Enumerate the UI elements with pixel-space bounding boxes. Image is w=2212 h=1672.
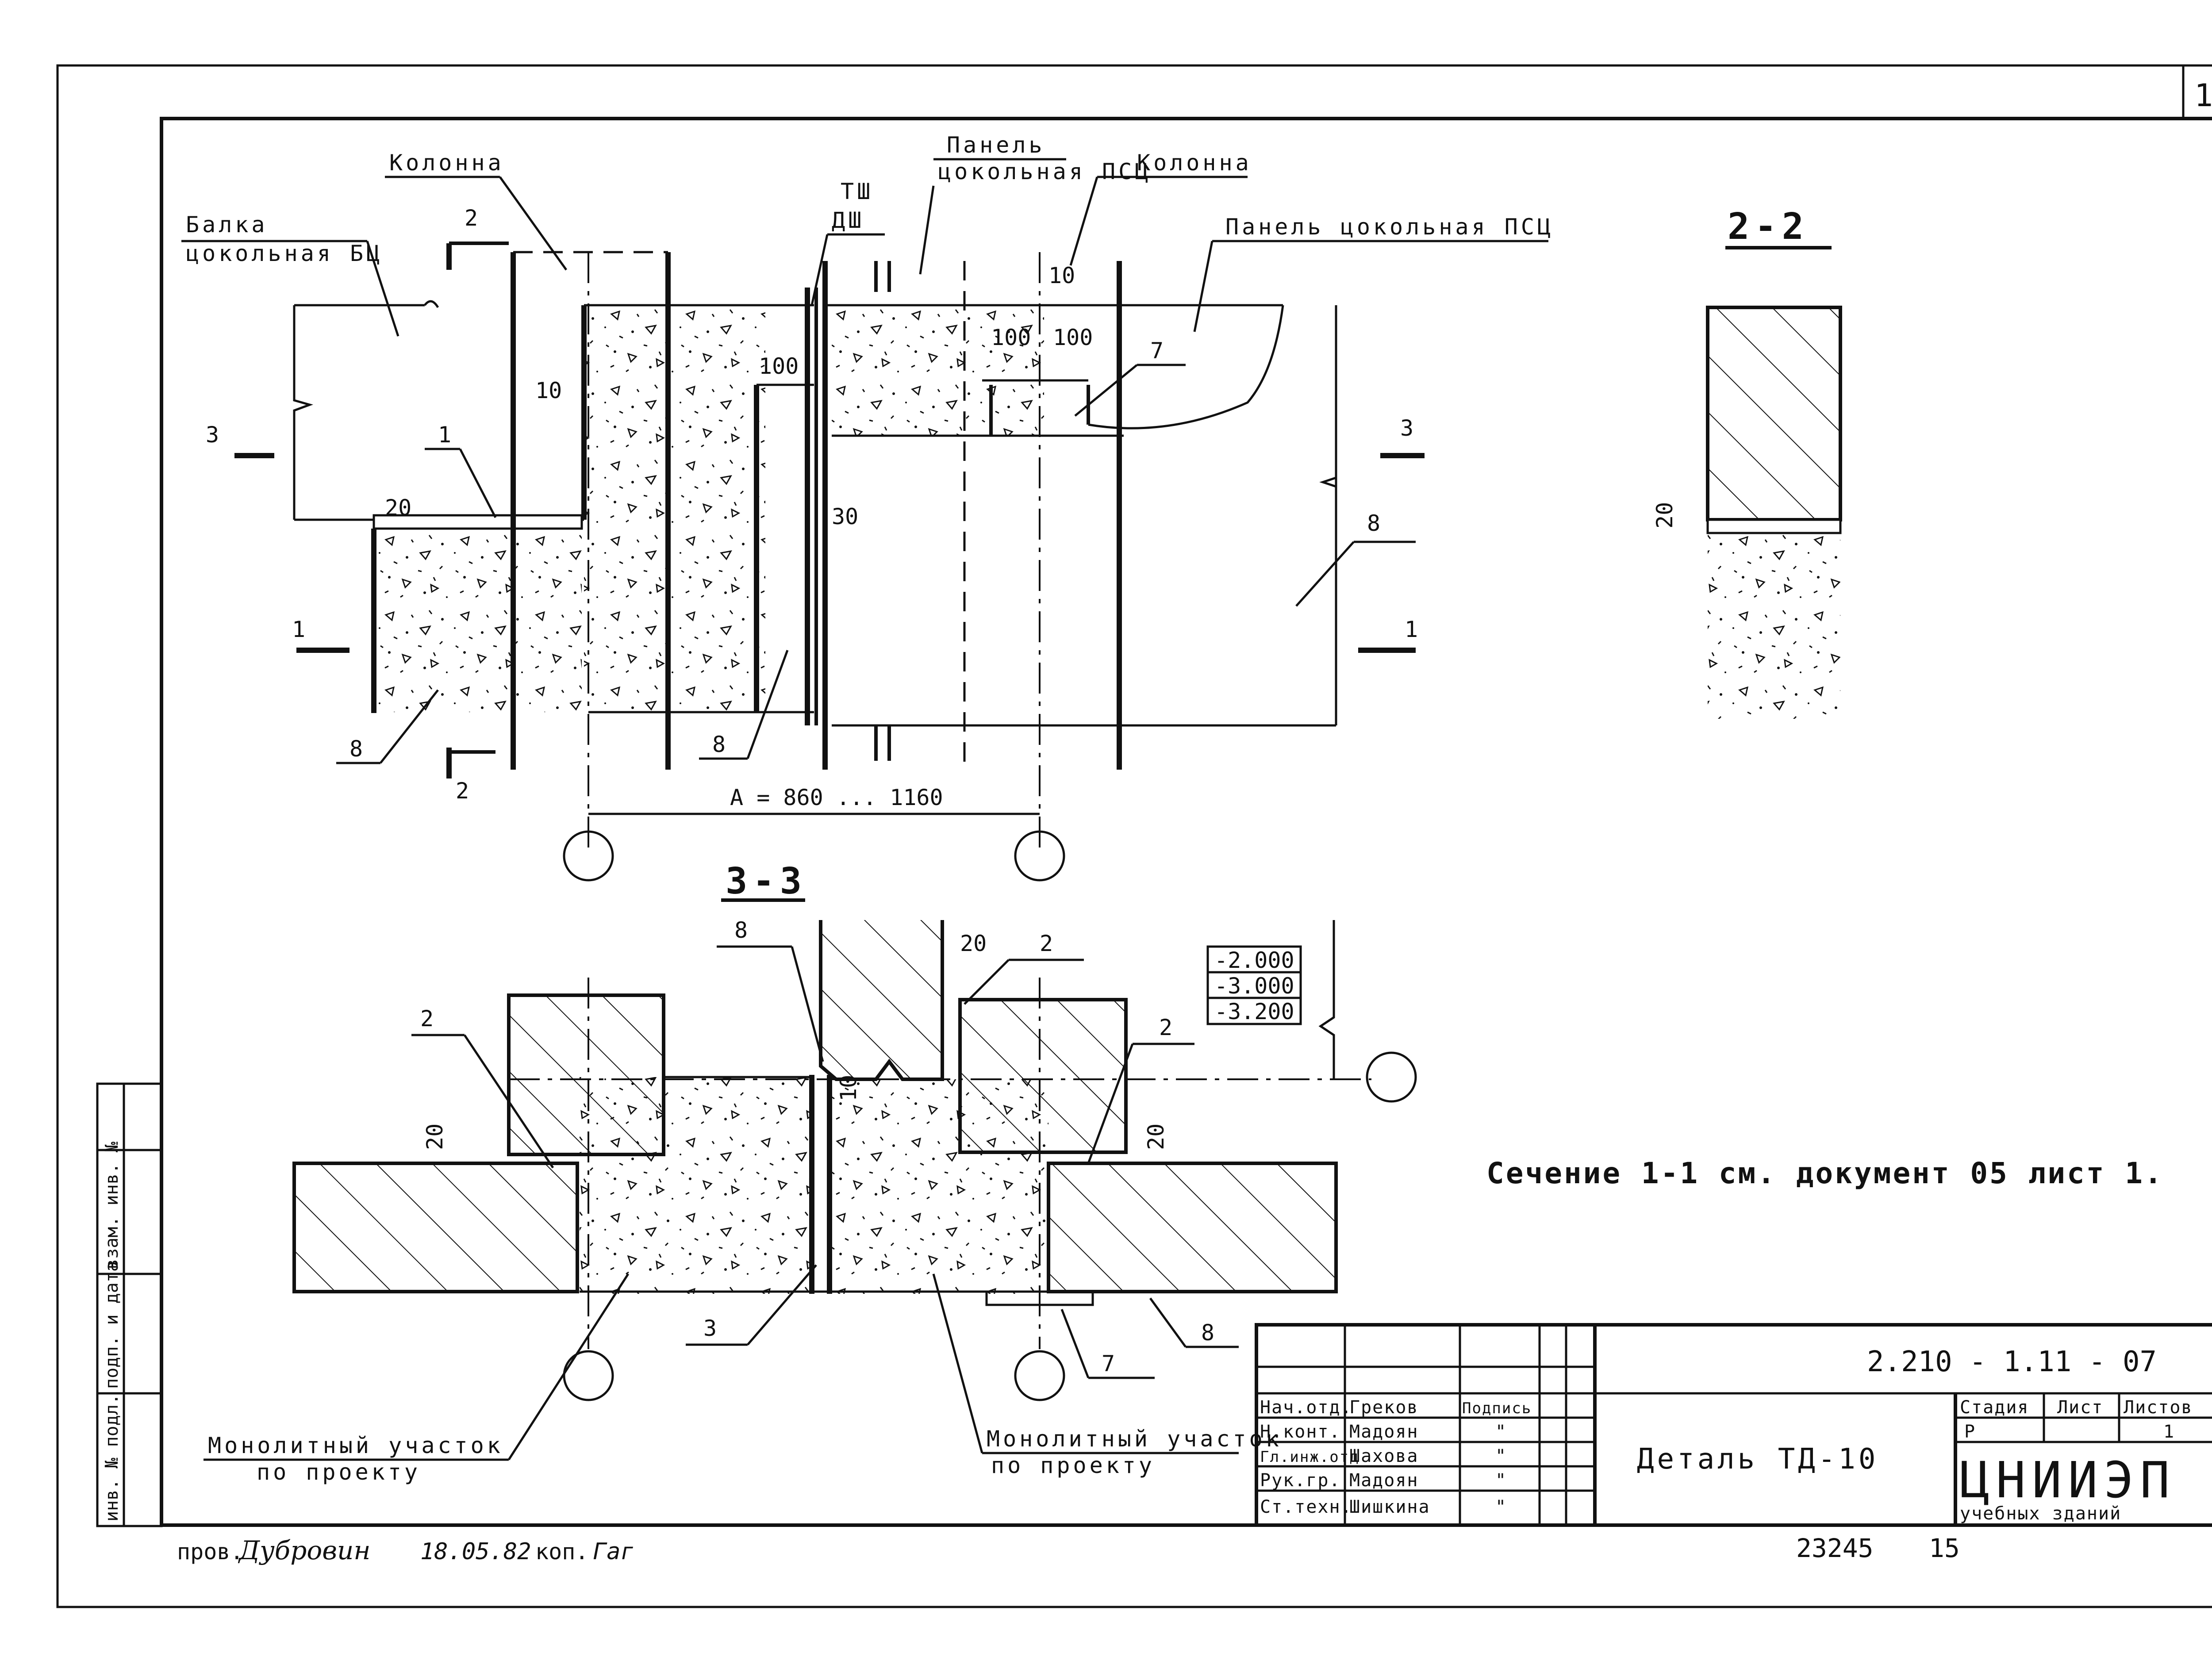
name-1: Греков	[1349, 1397, 1419, 1418]
role-2: Н.конт.	[1260, 1422, 1341, 1442]
label-column-right: Колонна	[1137, 150, 1252, 176]
role-3: Гл.инж.отд	[1260, 1448, 1359, 1466]
sheet-number: 14	[2194, 77, 2212, 114]
cut-3-left: 3	[206, 422, 219, 448]
label-tsh: ТШ	[841, 179, 873, 204]
checked-signature: Дубровин	[238, 1535, 371, 1565]
role-4: Рук.гр.	[1260, 1470, 1341, 1491]
bottom-number: 23245	[1796, 1533, 1874, 1563]
cut-2-top: 2	[465, 205, 478, 231]
name-5: Шишкина	[1349, 1497, 1430, 1517]
dim-10b: 10	[1048, 263, 1075, 288]
callout-1: 1	[438, 422, 451, 448]
callout-8b: 8	[712, 732, 726, 757]
dim-span: А = 860 ... 1160	[730, 785, 943, 810]
dim-10a: 10	[535, 378, 562, 403]
side-stamp-cell-3: взам. инв. №	[102, 1142, 122, 1269]
bottom-page: 15	[1929, 1533, 1960, 1563]
monolith-right: Монолитный участок	[987, 1426, 1282, 1452]
org-sub: учебных зданий	[1960, 1503, 2121, 1524]
stage-header: Стадия	[1960, 1397, 2029, 1418]
name-2: Мадоян	[1349, 1422, 1419, 1442]
label-beam-2: цокольная БЦ	[186, 241, 383, 266]
monolith-right-2: по проекту	[991, 1453, 1155, 1478]
cut-1-left: 1	[292, 617, 305, 642]
label-panel-top-2: цокольная ПСЦ	[938, 159, 1151, 184]
sign-4: "	[1495, 1470, 1507, 1491]
doc-code: 2.210 - 1.11 - 07	[1867, 1346, 2157, 1378]
label-panel-top: Панель	[947, 132, 1045, 158]
org-name: ЦНИИЭП	[1960, 1452, 2176, 1509]
cut-1-right: 1	[1405, 617, 1418, 642]
section-3-3: 3-3 -2.000 -3.000 -3.200 8	[204, 860, 1417, 1485]
side-stamp: инв. № подл. подп. и дата взам. инв. №	[96, 1082, 163, 1527]
sign-3: "	[1495, 1446, 1507, 1466]
sign-5: "	[1495, 1497, 1507, 1517]
sheets-header: Листов	[2124, 1397, 2193, 1418]
checked-label: пров.	[177, 1539, 244, 1565]
callout-3-3-2-left: 2	[420, 1006, 434, 1032]
section-3-3-title: 3-3	[726, 860, 807, 902]
level-3: -3.200	[1214, 999, 1294, 1024]
role-1: Нач.отд.	[1260, 1397, 1352, 1418]
dim-100c: 100	[1053, 325, 1093, 350]
copied-label: коп.	[535, 1539, 588, 1565]
monolith-left: Монолитный участок	[208, 1433, 503, 1458]
cut-2-bottom: 2	[456, 778, 469, 804]
copied-by: Гаг	[593, 1538, 634, 1565]
section-2-2-title: 2-2	[1728, 206, 1809, 248]
elevation-view: А = 860 ... 1160 Колонна Панель цокольна…	[181, 132, 1554, 882]
bottom-stamp: пров. Дубровин 18.05.82 коп. Гаг 23245 1…	[177, 1533, 1960, 1565]
callout-8c: 8	[1367, 510, 1380, 536]
dim-100b: 100	[991, 325, 1031, 350]
dim-3-3-20-right: 20	[1143, 1124, 1169, 1150]
dim-3-3-20-left: 20	[422, 1124, 448, 1150]
dim-100a: 100	[759, 353, 799, 379]
sign-2: "	[1495, 1422, 1507, 1442]
title-block: 2.210 - 1.11 - 07 Деталь ТД-10 Стадия Ли…	[1255, 1323, 2212, 1527]
callout-7: 7	[1150, 338, 1164, 364]
level-1: -2.000	[1214, 947, 1294, 973]
callout-3-3-2-top: 2	[1040, 931, 1053, 956]
label-column-left: Колонна	[389, 150, 504, 176]
section-2-2: 2-2 20	[1652, 206, 1842, 719]
callout-3-3-7: 7	[1102, 1351, 1115, 1377]
callout-8a: 8	[349, 736, 363, 762]
role-5: Ст.техн.	[1260, 1497, 1352, 1517]
side-stamp-cell-2: подп. и дата	[102, 1261, 122, 1389]
callout-3-3-2-right: 2	[1159, 1015, 1172, 1040]
name-4: Мадоян	[1349, 1470, 1419, 1491]
callout-3-3-3: 3	[703, 1315, 717, 1341]
sheet-header: Лист	[2057, 1397, 2103, 1418]
stage-value: Р	[1964, 1422, 1976, 1442]
section-note: Сечение 1-1 см. документ 05 лист 1.	[1486, 1156, 2164, 1190]
dim-30: 30	[832, 504, 858, 529]
level-2: -3.000	[1214, 973, 1294, 999]
callout-3-3-8-top: 8	[734, 917, 748, 943]
dim-3-3-10: 10	[836, 1075, 861, 1101]
dim-20: 20	[385, 495, 411, 521]
monolith-left-2: по проекту	[257, 1459, 421, 1485]
doc-title: Деталь ТД-10	[1637, 1443, 1878, 1476]
label-dsh: ДШ	[832, 207, 864, 233]
side-stamp-cell-1: инв. № подл.	[102, 1394, 122, 1522]
signature-header: Подпись	[1462, 1400, 1532, 1417]
dim-3-3-20-top: 20	[960, 931, 987, 956]
section-2-2-dim: 20	[1652, 502, 1678, 529]
callout-3-3-8-bottom: 8	[1201, 1320, 1214, 1346]
label-panel-right: Панель цокольная ПСЦ	[1225, 214, 1554, 240]
label-beam: Балка	[186, 212, 268, 238]
sheets-value: 1	[2163, 1422, 2175, 1442]
cut-3-right: 3	[1400, 415, 1413, 441]
name-3: Шахова	[1349, 1446, 1419, 1466]
check-date: 18.05.82	[420, 1538, 531, 1565]
sheet-frame: 14	[56, 64, 2212, 1608]
